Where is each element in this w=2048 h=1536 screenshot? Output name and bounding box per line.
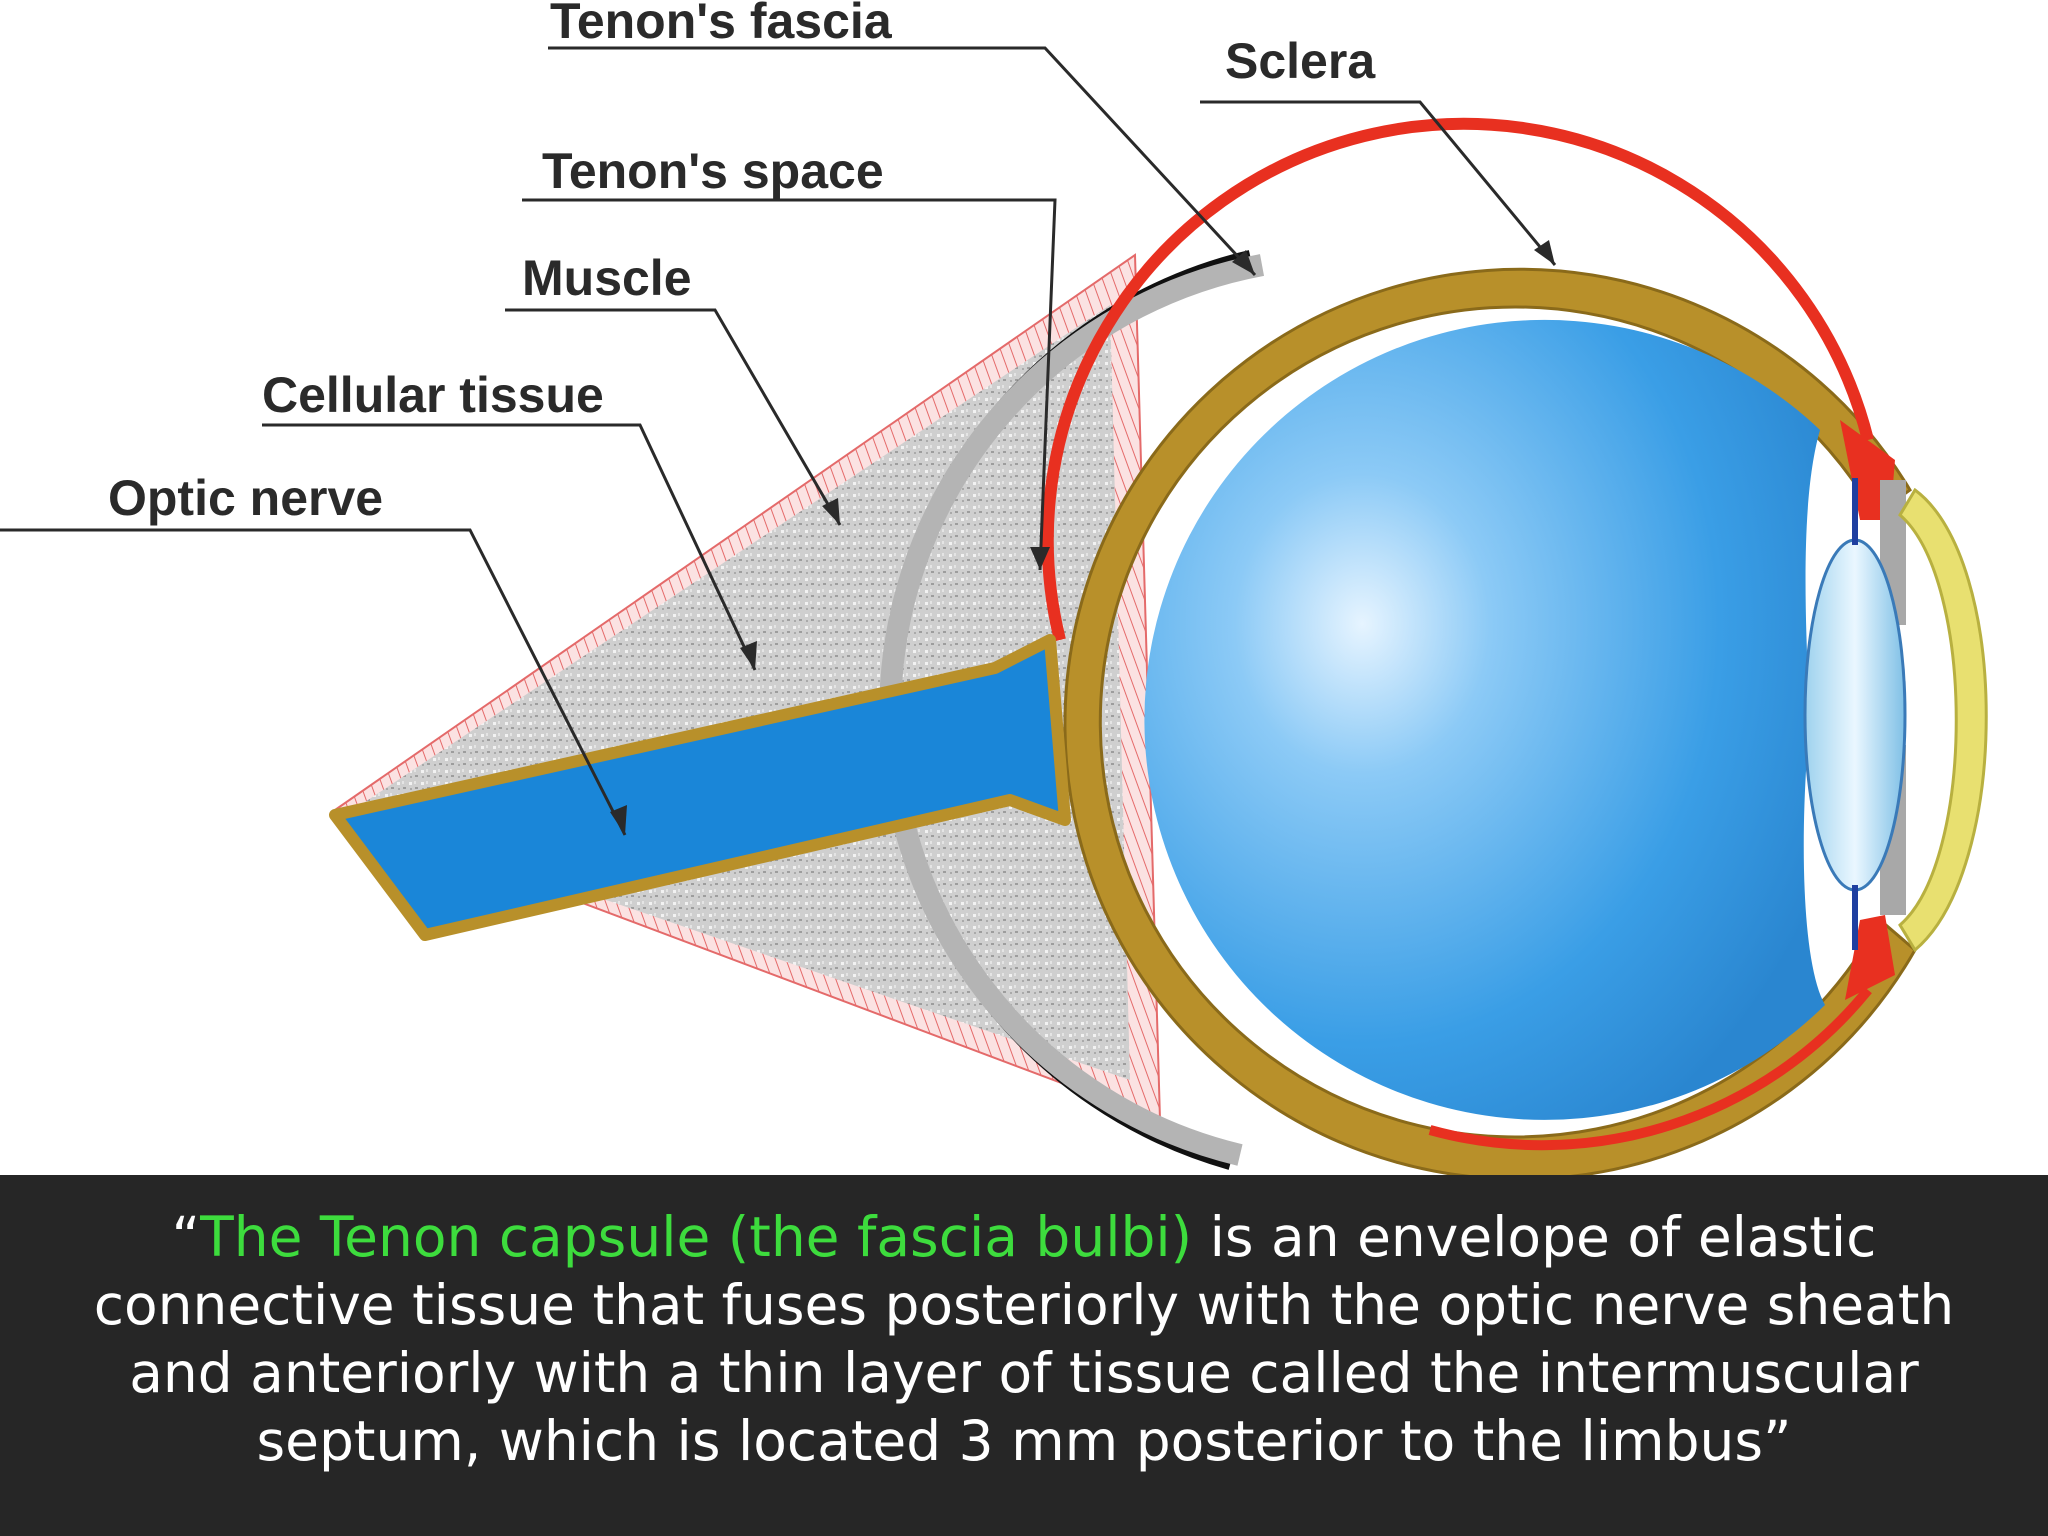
leader-tenons-space	[522, 198, 1057, 571]
optic-nerve	[329, 634, 1071, 941]
label-sclera: Sclera	[1225, 33, 1376, 89]
leader-optic-nerve	[0, 528, 627, 836]
leader-cellular-tissue	[262, 423, 757, 671]
eye-anatomy-diagram: Tenon's fascia Sclera Tenon's space Musc…	[0, 0, 1988, 1175]
leader-sclera	[1200, 100, 1557, 266]
label-muscle: Muscle	[522, 250, 692, 306]
label-cellular-tissue: Cellular tissue	[262, 367, 604, 423]
arrow-tenons-fascia	[1232, 250, 1255, 275]
label-tenons-space: Tenon's space	[542, 143, 884, 199]
lens	[1803, 538, 1907, 892]
caption-open-quote: “	[171, 1205, 201, 1269]
choroid-lower	[1428, 986, 1872, 1151]
arrow-cellular-tissue	[740, 641, 757, 670]
cornea	[1898, 487, 1988, 953]
arrow-muscle	[822, 498, 840, 525]
leader-muscle	[505, 308, 842, 526]
choroid-layer	[1041, 117, 1874, 642]
caption-body: is an envelope of elastic connective tis…	[93, 1205, 1955, 1473]
label-tenons-fascia: Tenon's fascia	[550, 0, 893, 49]
label-optic-nerve: Optic nerve	[108, 470, 383, 526]
arrow-tenons-space	[1030, 547, 1050, 570]
vitreous-body	[1144, 319, 1825, 1120]
arrow-optic-nerve	[610, 805, 627, 835]
caption-highlight: The Tenon capsule (the fascia bulbi)	[200, 1205, 1193, 1269]
caption-box: “The Tenon capsule (the fascia bulbi) is…	[0, 1175, 2048, 1536]
sclera-shell	[1063, 267, 1917, 1175]
eye-diagram-svg: Tenon's fascia Sclera Tenon's space Musc…	[0, 0, 1988, 1175]
leader-tenons-fascia	[548, 46, 1257, 277]
arrow-sclera	[1534, 240, 1555, 265]
caption-close-quote: ”	[1763, 1409, 1792, 1473]
